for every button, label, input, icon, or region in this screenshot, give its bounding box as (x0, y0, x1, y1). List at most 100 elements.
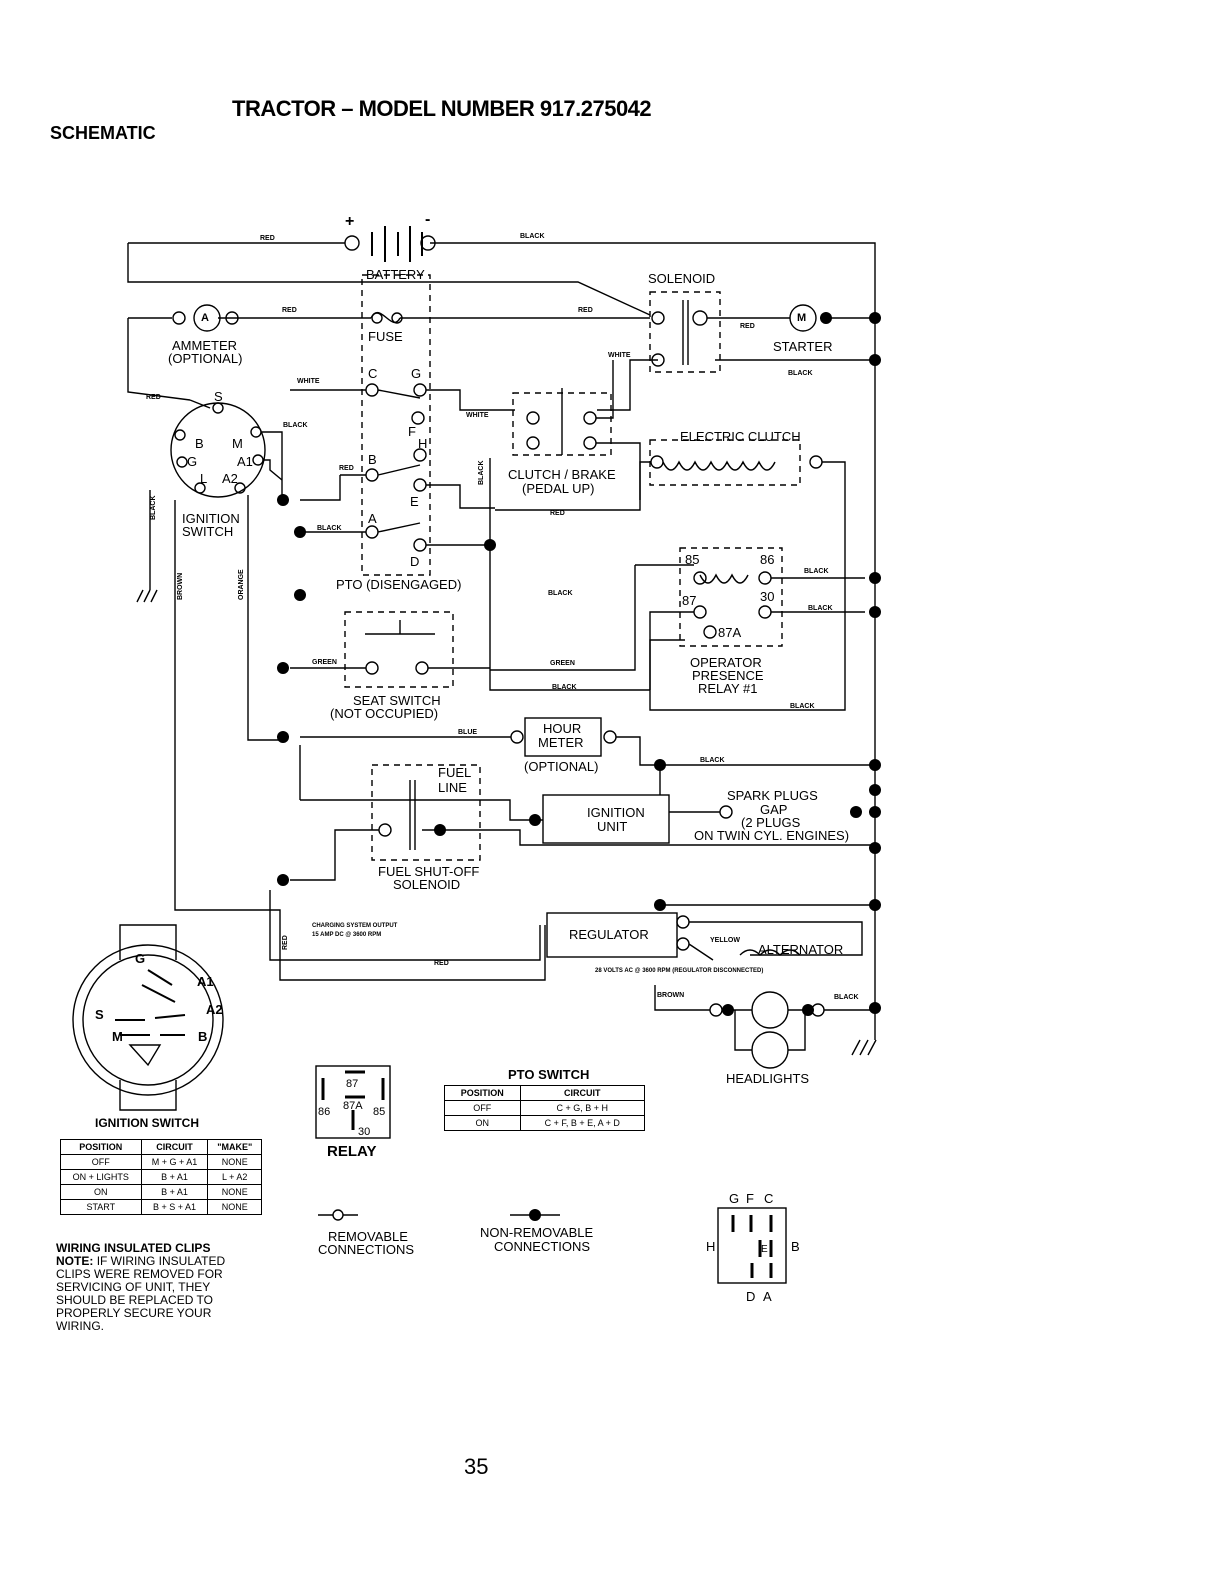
pto-terminal-e: E (410, 494, 419, 509)
seat-switch-sub-label: (NOT OCCUPIED) (330, 706, 439, 721)
switch-face-a2: A2 (206, 1002, 223, 1017)
note-line: WIRING. (56, 1319, 104, 1333)
table-cell: ON + LIGHTS (60, 1169, 142, 1185)
fuse-label: FUSE (368, 329, 403, 344)
starter-symbol-label: M (797, 312, 807, 324)
page-title: TRACTOR – MODEL NUMBER 917.275042 (232, 96, 652, 121)
terminal-a2: A2 (222, 471, 238, 486)
switch-face-m: M (112, 1029, 123, 1044)
terminal-g: G (187, 454, 198, 469)
ignition-unit-box (542, 794, 670, 844)
table-cell: NONE (207, 1154, 262, 1170)
table-cell: M + G + A1 (140, 1154, 209, 1170)
table-cell: START (60, 1199, 142, 1215)
relay-terminal-85: 85 (685, 552, 700, 567)
relay-label-1: OPERATOR (690, 655, 762, 670)
wire-black-ground-vertical: BLACK (150, 495, 157, 521)
ammeter-symbol (193, 304, 221, 332)
terminal-l: L (200, 471, 208, 486)
fuel-solenoid-label: FUEL SHUT-OFF (378, 864, 480, 879)
ammeter-optional-label: (OPTIONAL) (168, 351, 243, 366)
wire-black-relay-30: BLACK (808, 605, 833, 612)
wire-red-starter: RED (740, 323, 755, 330)
headlight-upper (751, 991, 789, 1029)
ignition-table-title: IGNITION SWITCH (95, 1116, 199, 1130)
wire-red-charging-vertical: RED (282, 935, 289, 950)
spark-gap-label: GAP (760, 802, 788, 817)
pto-header-position: POSITION (444, 1085, 521, 1101)
battery-red-wire (127, 242, 651, 316)
pto-label: PTO (DISENGAGED) (336, 577, 462, 592)
fuse-symbol (370, 311, 401, 324)
relay-terminal-87a: 87A (718, 625, 742, 640)
fuel-solenoid-box (371, 764, 481, 861)
hour-meter-label-2: METER (538, 735, 584, 750)
hour-meter-box (524, 717, 602, 757)
wire-black-pto: BLACK (548, 590, 573, 597)
pto-pin-a: A (763, 1289, 772, 1304)
note-heading: WIRING INSULATED CLIPS (56, 1241, 211, 1255)
pto-switch-table: POSITION CIRCUIT OFF C + G, B + H ON C +… (444, 1085, 646, 1131)
terminal-b: B (195, 436, 204, 451)
clutch-brake-label: CLUTCH / BRAKE (508, 467, 616, 482)
fuel-line-label-2: LINE (438, 780, 467, 795)
wire-red-fuse: RED (578, 307, 593, 314)
ignition-switch-label-2: SWITCH (182, 524, 234, 539)
wire-black-relay-86: BLACK (804, 568, 829, 575)
relay-terminal-86: 86 (760, 552, 775, 567)
wire-red-ammeter: RED (282, 307, 297, 314)
table-cell: NONE (207, 1199, 262, 1215)
wire-white-solenoid: WHITE (608, 352, 631, 359)
wire-red-pto-b: RED (339, 465, 354, 472)
wire-white-clutch: WHITE (466, 412, 489, 419)
wire-black-ignition: BLACK (283, 422, 308, 429)
pto-pin-b: B (791, 1239, 800, 1254)
pto-switch-box (361, 274, 431, 576)
pto-terminal-d: D (410, 554, 420, 569)
legend-removable-2: CONNECTIONS (318, 1242, 415, 1257)
clutch-brake-pedal-label: (PEDAL UP) (522, 481, 595, 496)
page-number: 35 (464, 1454, 489, 1479)
wire-red-charging: RED (434, 960, 449, 967)
pto-pin-h: H (706, 1239, 716, 1254)
relay-label-3: RELAY #1 (698, 681, 758, 696)
hour-meter-optional-label: (OPTIONAL) (524, 759, 599, 774)
switch-face-g: G (135, 951, 146, 966)
note-label: NOTE: (56, 1254, 94, 1268)
regulator-label: REGULATOR (569, 927, 649, 942)
fuel-solenoid-label-2: SOLENOID (393, 877, 461, 892)
battery-label: BATTERY (366, 267, 425, 282)
battery-negative-terminal (420, 235, 436, 251)
relay-pin-86: 86 (318, 1106, 331, 1118)
ignition-switch-label: IGNITION (182, 511, 240, 526)
headlights-label: HEADLIGHTS (726, 1071, 810, 1086)
terminal-a1: A1 (237, 454, 253, 469)
pto-terminal-b: B (368, 452, 377, 467)
junction-dots (277, 312, 881, 1221)
spark-plugs-count-label: (2 PLUGS (741, 815, 801, 830)
table-row: OFF M + G + A1 NONE (60, 1154, 262, 1170)
pto-header-circuit: CIRCUIT (519, 1085, 646, 1101)
legend-nonremovable: NON-REMOVABLE (480, 1225, 594, 1240)
table-cell: NONE (207, 1184, 262, 1200)
wire-black-seat: BLACK (552, 684, 577, 691)
relay-diagram-label: RELAY (327, 1143, 377, 1160)
seat-switch-box (344, 611, 454, 688)
ignition-unit-label: IGNITION (587, 805, 645, 820)
note-line: IF WIRING INSULATED (96, 1254, 226, 1268)
relay-pin-87a: 87A (343, 1100, 363, 1112)
relay-pin-85: 85 (373, 1106, 386, 1118)
wire-yellow-alternator: YELLOW (710, 937, 740, 944)
wire-green-relay: GREEN (550, 660, 575, 667)
headlight-lower (751, 1031, 789, 1069)
note-line: SERVICING OF UNIT, THEY (56, 1280, 211, 1294)
switch-face-a1: A1 (197, 974, 214, 989)
ammeter-label: AMMETER (172, 338, 237, 353)
spark-plugs-label: SPARK PLUGS (727, 788, 818, 803)
hour-meter-label: HOUR (543, 721, 582, 736)
pto-pin-f: F (746, 1191, 754, 1206)
volts-ac-label: 28 VOLTS AC @ 3600 RPM (REGULATOR DISCON… (595, 968, 764, 974)
ignition-header-position: POSITION (60, 1139, 142, 1155)
seat-switch-label: SEAT SWITCH (353, 693, 441, 708)
